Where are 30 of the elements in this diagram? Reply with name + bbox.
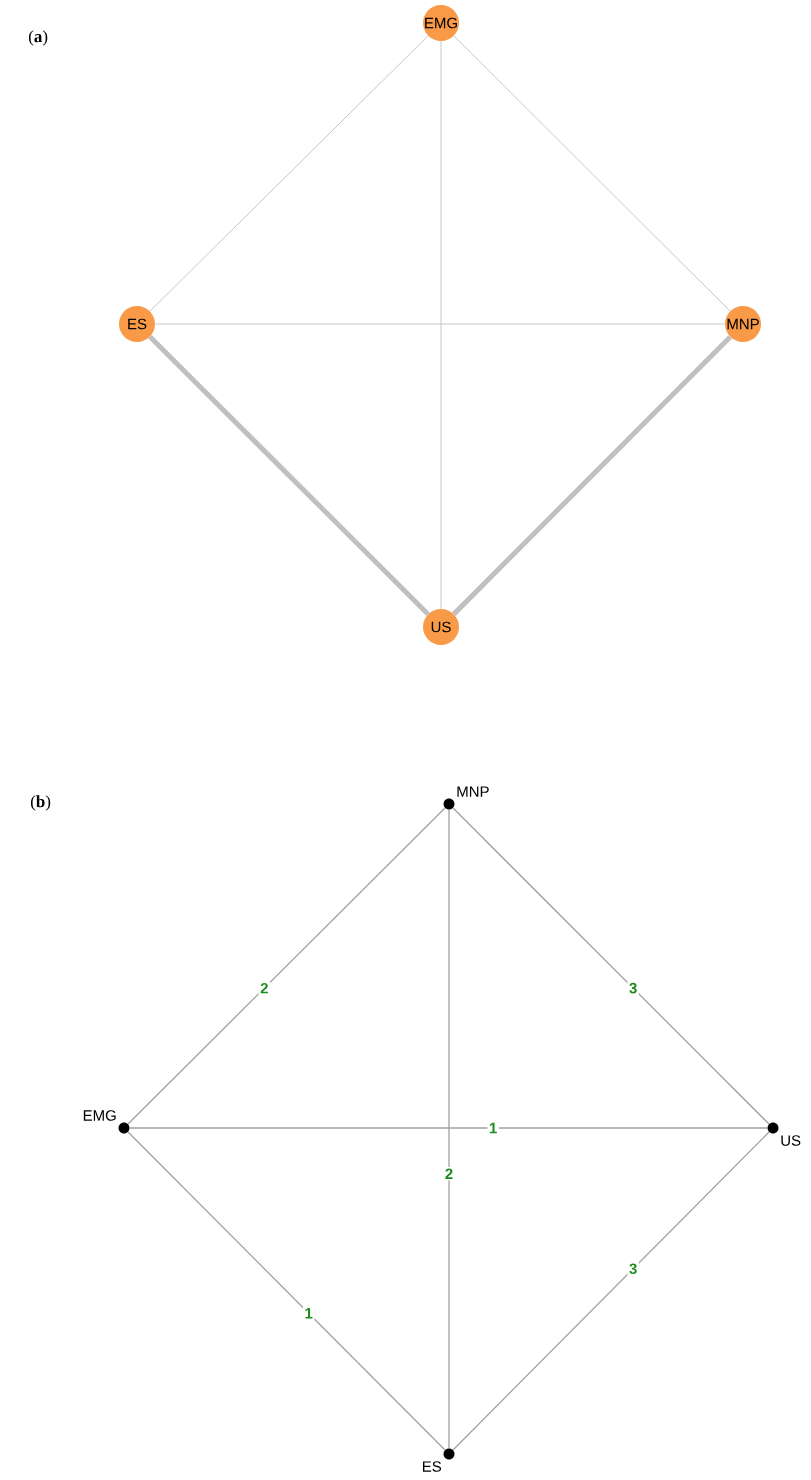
network-node: EMG xyxy=(83,1110,130,1134)
edge-label: 1 xyxy=(303,1306,315,1320)
network-node: EMG xyxy=(423,5,459,41)
connector-line xyxy=(452,807,770,1125)
network-node: US xyxy=(423,609,459,645)
connector-line xyxy=(452,335,732,616)
panel-label: (b) xyxy=(30,795,51,811)
network-node: MNP xyxy=(725,306,761,342)
network-node: MNP xyxy=(443,786,489,810)
edge-label: 3 xyxy=(627,981,639,995)
connector-line xyxy=(129,1127,768,1129)
connector-line xyxy=(453,35,731,312)
edge-label: 2 xyxy=(443,1167,455,1181)
edge-label: 2 xyxy=(258,981,270,995)
node-label: US xyxy=(781,1135,801,1146)
panel-label: (a) xyxy=(28,30,48,46)
node-label: EMG xyxy=(83,1110,116,1121)
network-node: ES xyxy=(119,306,155,342)
connector-line xyxy=(452,1131,770,1451)
network-node: US xyxy=(767,1122,801,1146)
edge-label: 3 xyxy=(627,1261,639,1276)
connector-line xyxy=(148,335,430,616)
network-node: ES xyxy=(423,1448,455,1472)
connector-line xyxy=(149,35,429,312)
connector-line xyxy=(127,1131,446,1451)
edge-label: 1 xyxy=(487,1121,499,1135)
node-label: ES xyxy=(422,1461,442,1472)
connector-line xyxy=(448,809,450,1449)
connector-line xyxy=(127,807,446,1125)
node-label: MNP xyxy=(457,786,489,797)
